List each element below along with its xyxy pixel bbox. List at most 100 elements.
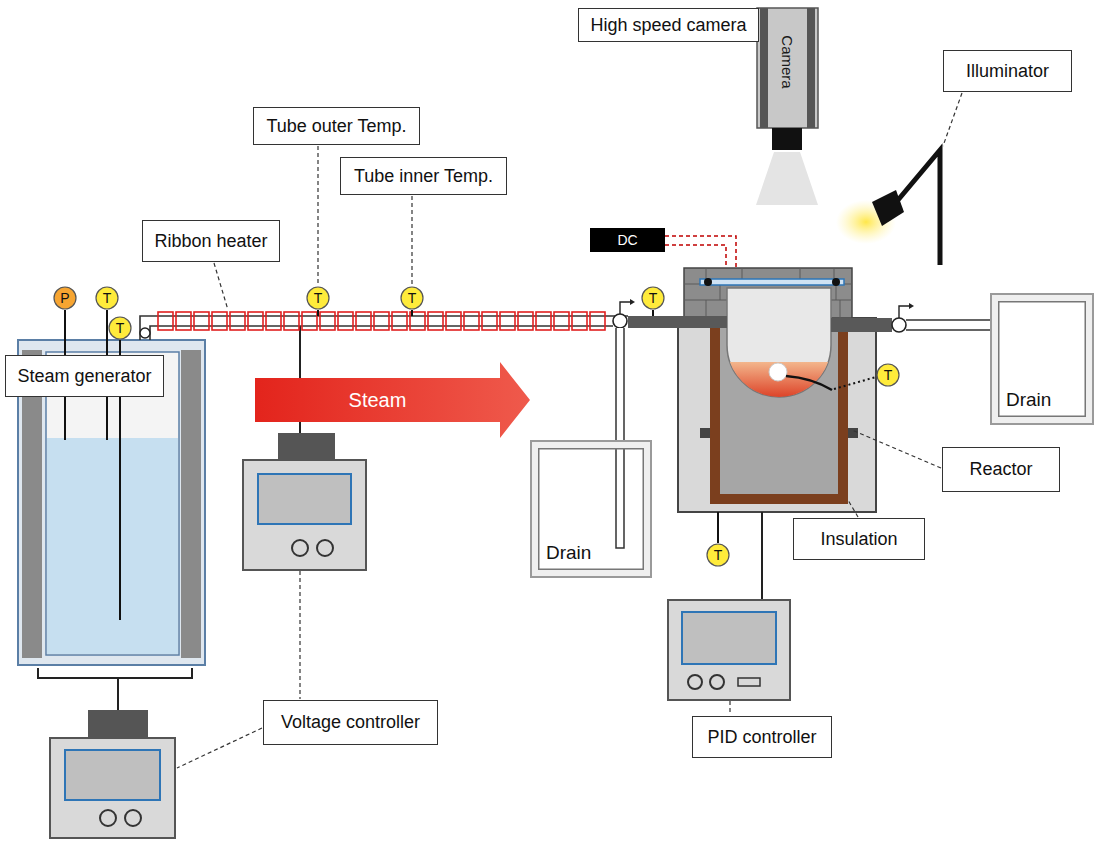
power-source-box: DC (590, 228, 665, 252)
sensor-circle-shape (642, 287, 664, 309)
reactor-vessel (769, 363, 787, 381)
sensor-circle-shape (307, 287, 329, 309)
generator-bracket (38, 668, 192, 710)
sensor-circle-shape (707, 544, 729, 566)
pid-controller-device (668, 600, 790, 700)
ribbon-heater-segment (572, 312, 587, 330)
camera-body (760, 8, 768, 128)
thermocouple: T (95, 286, 119, 310)
thermocouple: T (306, 286, 330, 310)
flow-arrow-polygon (255, 362, 530, 438)
ribbon-heater-segment (176, 312, 191, 330)
drain-tank (990, 293, 1094, 425)
callout-box: Ribbon heater (142, 220, 280, 262)
outlet-pipe (909, 303, 914, 309)
illuminator-lamp (872, 190, 904, 226)
leader-line (177, 25, 962, 768)
voltage-controller-device (243, 460, 366, 570)
drain-tank (990, 293, 1094, 425)
reactor-vessel (727, 288, 831, 397)
node-text: Drain (1006, 389, 1051, 411)
sensor-circle-shape (109, 317, 131, 339)
pressure-sensor: P (53, 286, 77, 310)
reactor-flange (700, 279, 844, 285)
sensor-circle-shape (401, 287, 423, 309)
valve (140, 328, 150, 338)
reactor-vessel (628, 288, 892, 397)
voltage-controller-device (50, 710, 175, 838)
node-text: T (884, 367, 893, 383)
node-text: Illuminator (966, 61, 1049, 82)
outlet-pipe (906, 320, 990, 330)
pid-wire (761, 512, 763, 600)
callout-box: Reactor (942, 447, 1060, 492)
steam-generator-vessel (181, 350, 201, 658)
dc-wire (665, 236, 736, 268)
pid-controller-device (738, 678, 760, 686)
leader-line (177, 728, 262, 768)
node-text: T (714, 547, 723, 563)
ribbon-heater-segment (482, 312, 497, 330)
reactor-heater (848, 428, 858, 438)
callout-box: Illuminator (943, 50, 1072, 92)
voltage-controller-device (65, 750, 160, 800)
ribbon-heater-segment (320, 312, 335, 330)
voltage-controller-device (317, 540, 333, 556)
node-text: Steam generator (17, 366, 151, 387)
ribbon-heater-segment (266, 312, 281, 330)
ribbon-heater-segment (536, 312, 551, 330)
ribbon-heater-segment (248, 312, 263, 330)
reactor-heater (700, 428, 710, 438)
ribbon-heater-segment (554, 312, 569, 330)
pid-controller-device (682, 612, 776, 664)
valve (613, 314, 627, 328)
reactor-vessel (730, 362, 828, 397)
callout-box: Steam generator (5, 355, 164, 397)
ribbon-heater-coil (158, 312, 605, 330)
ribbon-heater-segment (446, 312, 461, 330)
device-label: Camera (779, 35, 796, 88)
voltage-controller-device (292, 540, 308, 556)
pid-controller-device (668, 600, 790, 700)
dc-wire (665, 245, 726, 268)
sensor-probe (411, 310, 413, 316)
drain-pipe (616, 328, 624, 548)
voltage-controller-device (50, 738, 175, 838)
node-text: Steam (349, 389, 407, 412)
outlet-pipe (899, 306, 909, 318)
camera-body (756, 8, 818, 205)
node-text: P (60, 290, 69, 306)
leader-line (729, 701, 730, 715)
node-text: Drain (546, 542, 591, 564)
leader-line (214, 263, 228, 310)
camera-body (772, 128, 802, 150)
flow-arrow: Steam (255, 362, 530, 438)
ribbon-heater-segment (464, 312, 479, 330)
sensor-circle-shape (54, 287, 76, 309)
callout-box: Voltage controller (263, 700, 438, 745)
ribbon-heater-segment (230, 312, 245, 330)
node-text: T (116, 320, 125, 336)
ribbon-heater-segment (356, 312, 371, 330)
steam-pipe (150, 326, 613, 340)
reactor-vessel (834, 377, 876, 389)
outlet-pipe (892, 318, 906, 332)
ribbon-heater-segment (194, 312, 209, 330)
drain-tank: Drain (530, 440, 652, 578)
reactor-flange (704, 278, 712, 286)
ribbon-heater-segment (590, 312, 605, 330)
node-text: Tube outer Temp. (266, 116, 406, 137)
ribbon-heater-segment (518, 312, 533, 330)
ribbon-heater-segment (212, 312, 227, 330)
node-text: Insulation (820, 529, 897, 550)
node-text: T (314, 290, 323, 306)
voltage-controller-device (125, 810, 141, 826)
thermocouple: T (876, 363, 900, 387)
illuminator-lamp (836, 150, 940, 265)
callout-box: Tube inner Temp. (340, 157, 507, 195)
sensor-probe (717, 512, 719, 543)
drain-tank (530, 440, 652, 578)
camera-body (756, 152, 818, 205)
